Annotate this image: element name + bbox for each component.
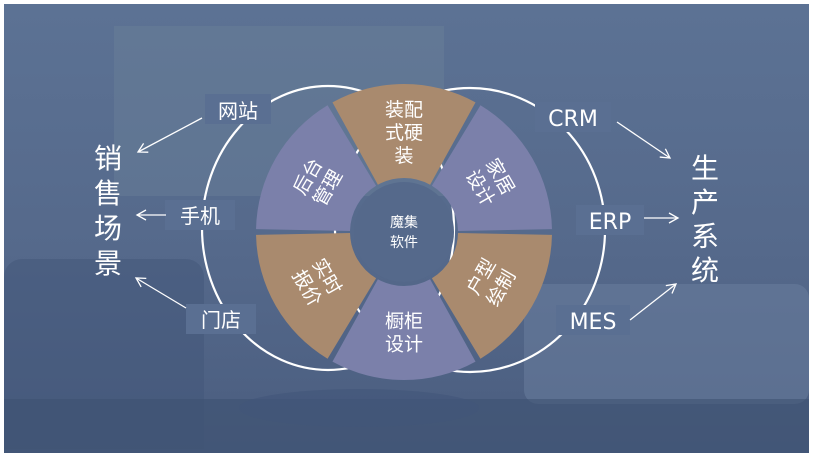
wheel-segment-label-line: 装 [394,145,413,167]
crm-label-bg [535,102,611,132]
arrow-crm-to-production [616,121,672,159]
wheel-segment-2 [431,105,552,231]
wheel-segment-3 [431,233,552,359]
wheel-segment-label-line: 式硬 [385,122,423,144]
wheel-segment-label-line: 设计 [385,334,423,356]
mobile-label-bg [165,200,235,230]
wheel-segment-1 [332,84,476,185]
wheel-segment-label-6: 后台管理 [289,155,347,210]
sales-heading-char-4: 景 [94,247,122,280]
website-label-bg [205,94,271,124]
erp-label-bg [576,205,644,235]
crm-label: CRM [548,107,598,132]
erp-label: ERP [589,210,631,235]
wheel-segment-4 [332,279,476,381]
production-heading-char-4: 统 [691,254,719,287]
wheel-segment-6 [256,105,377,231]
hub-label-line-2: 软件 [390,235,418,251]
store-label: 门店 [201,308,241,332]
coffee-table [239,389,479,427]
production-heading-char-2: 产 [691,186,719,219]
wheel-segment-label-4: 橱柜设计 [385,311,423,356]
sales-heading-char-3: 场 [94,212,122,245]
production-heading-char-1: 生 [691,152,719,185]
mes-label: MES [570,310,617,335]
sofa-right [524,284,809,404]
production-heading-char-3: 系 [691,220,719,253]
mes-label-bg [556,305,630,335]
background-photo-overlay [4,4,809,453]
wheel-segment-label-line: 装配 [385,99,423,121]
hub-label-line-1: 魔集 [390,214,418,231]
arrow-mes-to-production [629,283,678,321]
arrow-website-to-sales [136,117,203,153]
store-label-bg [186,304,256,334]
website-label: 网站 [218,99,258,123]
hub-circle [354,182,454,282]
wheel-segment-5 [256,233,377,359]
wheel-segment-label-1: 装配式硬装 [385,99,423,167]
mobile-label: 手机 [180,204,220,228]
software-module-wheel: 装配式硬装家居设计户型绘制橱柜设计实时报价后台管理 [256,84,552,381]
wheel-segment-label-line: 橱柜 [385,311,423,333]
arrow-store-to-sales [134,277,187,309]
sales-heading-char-2: 售 [94,177,122,210]
sales-heading-char-1: 销 [94,142,122,175]
